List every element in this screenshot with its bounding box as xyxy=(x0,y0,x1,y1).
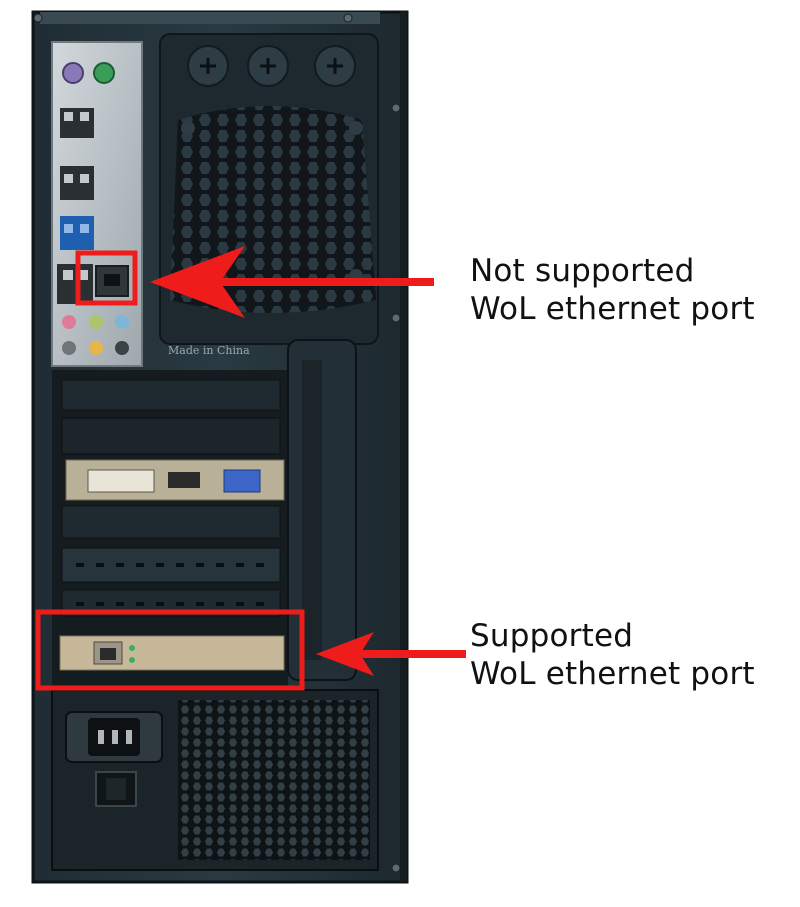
callout-not-supported-line2: WoL ethernet port xyxy=(470,291,755,327)
case-marking-text: Made in China xyxy=(168,344,250,357)
expansion-slots xyxy=(52,370,288,690)
callout-supported-line2: WoL ethernet port xyxy=(470,656,755,692)
callout-not-supported-line1: Not supported xyxy=(470,253,695,289)
callout-not-supported: Not supported WoL ethernet port xyxy=(470,252,755,328)
arrow-not-supported xyxy=(150,246,434,318)
io-shield xyxy=(51,41,143,367)
arrow-supported xyxy=(316,632,466,676)
slot-retention-bar xyxy=(287,339,357,681)
callout-supported-line1: Supported xyxy=(470,618,634,654)
highlight-onboard-ethernet-box xyxy=(75,250,138,306)
highlight-nic-box xyxy=(35,609,305,691)
power-supply xyxy=(51,689,379,871)
callout-supported: Supported WoL ethernet port xyxy=(470,617,755,693)
